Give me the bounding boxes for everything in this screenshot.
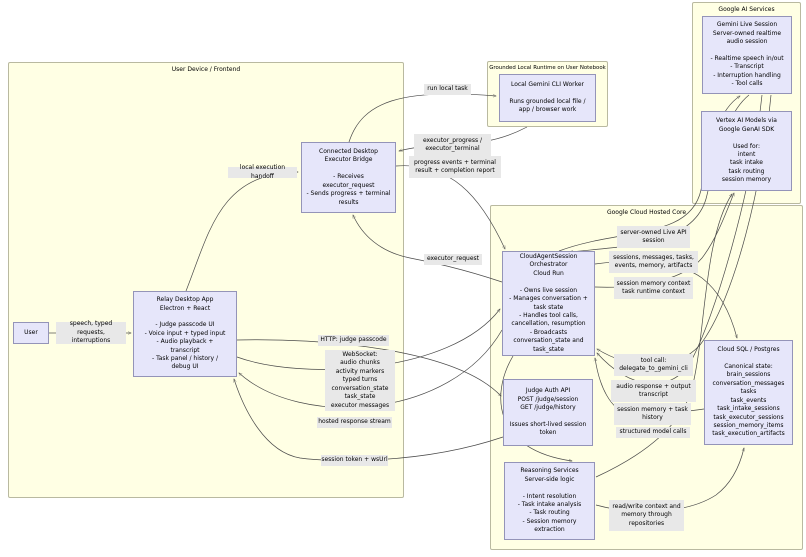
container-grounded-runtime-title: Grounded Local Runtime on User Notebook (489, 65, 606, 71)
edge-label-executor-progress: executor_progress / executor_terminal (414, 134, 491, 156)
container-google-cloud-core-title: Google Cloud Hosted Core (606, 209, 687, 216)
edge-label-hosted-response-stream: hosted response stream (317, 417, 392, 428)
edge-judge-to-relay-token (234, 379, 504, 461)
node-cloud-agent-session-orchestrator: CloudAgentSession Orchestrator Cloud Run… (502, 251, 595, 356)
node-gemini-live-session: Gemini Live Session Server-owned realtim… (702, 16, 792, 94)
edge-label-server-owned-live-api: server-owned Live API session (617, 226, 690, 248)
node-relay-desktop-app: Relay Desktop App Electron + React - Jud… (133, 291, 237, 377)
container-user-device-title: User Device / Frontend (171, 66, 241, 73)
node-judge-auth-api: Judge Auth API POST /judge/session GET /… (503, 379, 593, 446)
edge-label-sessions-messages: sessions, messages, tasks, events, memor… (609, 251, 698, 273)
edge-orchestrator-to-bridge (352, 215, 503, 283)
edge-label-session-memory-context: session memory context task runtime cont… (614, 277, 693, 299)
edge-label-websocket: WebSocket: audio chunks activity markers… (325, 350, 395, 411)
edge-label-run-local-task: run local task (424, 84, 471, 95)
edge-relay-to-bridge (185, 172, 298, 292)
edge-label-session-token-wsurl: session token + wsUrl (321, 455, 388, 466)
node-cloud-sql-postgres: Cloud SQL / Postgres Canonical state: br… (704, 340, 793, 445)
edge-label-progress-events: progress events + terminal result + comp… (409, 156, 501, 178)
edge-label-http-judge-passcode: HTTP: judge passcode (318, 335, 389, 346)
edge-label-structured-model-calls: structured model calls (616, 427, 690, 438)
edge-label-local-execution-handoff: local execution handoff (228, 164, 297, 180)
node-reasoning-services: Reasoning Services Server-side logic - I… (504, 462, 595, 540)
node-local-gemini-cli-worker: Local Gemini CLI Worker Runs grounded lo… (499, 74, 596, 122)
edge-label-tool-call-delegate: tool call: delegate_to_gemini_cli (614, 354, 693, 376)
node-user: User (13, 322, 49, 344)
edge-label-executor-request: executor_request (424, 254, 482, 265)
edge-bridge-to-orchestrator (395, 165, 506, 249)
edge-label-speech-typed-requests: speech, typed requests, interruptions (56, 320, 126, 344)
edge-label-audio-response: audio response + output transcript (611, 380, 696, 402)
container-google-ai-services-title: Google AI Services (718, 6, 775, 13)
edge-relay-to-judge (236, 339, 501, 396)
node-vertex-ai-models: Vertex AI Models via Google GenAI SDK Us… (701, 111, 792, 191)
node-executor-bridge: Connected Desktop Executor Bridge - Rece… (301, 142, 396, 213)
edge-label-read-write-context: read/write context and memory through re… (609, 500, 684, 531)
edge-label-session-memory-history: session memory + task history (614, 403, 691, 425)
